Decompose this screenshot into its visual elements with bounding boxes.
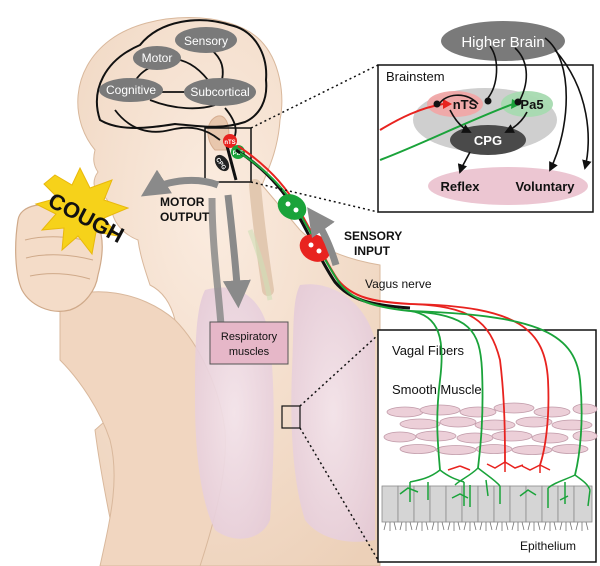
cognitive-node xyxy=(99,78,163,102)
sensory-input-label-2: INPUT xyxy=(354,244,391,258)
subcortical-node xyxy=(184,78,256,106)
subcortical-label: Subcortical xyxy=(190,85,249,99)
zoom-leader xyxy=(250,64,379,129)
cognitive-label: Cognitive xyxy=(106,83,156,97)
brainstem-panel: Higher Brain Brainstem nTS Pa5 CPG Refle… xyxy=(377,21,594,213)
respiratory-label-2: muscles xyxy=(229,346,270,358)
higher-brain-label: Higher Brain xyxy=(461,34,544,51)
motor-output-label-2: OUTPUT xyxy=(160,210,210,224)
respiratory-label-1: Respiratory xyxy=(221,331,278,343)
zoom-leader xyxy=(250,181,379,213)
nts-synapse xyxy=(433,100,441,108)
motor-label: Motor xyxy=(142,51,173,65)
output-region xyxy=(428,167,588,205)
green-afferent xyxy=(379,103,514,161)
higher-to-nts xyxy=(487,45,498,99)
brain-outline xyxy=(95,19,268,129)
brain: Sensory Motor Cognitive Subcortical xyxy=(95,19,268,141)
reflex-label: Reflex xyxy=(440,179,480,194)
red-terminals xyxy=(447,461,551,473)
circuit-line xyxy=(149,99,216,110)
small-nts-node xyxy=(223,134,237,148)
airway-panel: Vagal Fibers Smooth Muscle xyxy=(377,303,598,563)
smooth-muscle-cells xyxy=(383,402,598,455)
respiratory-muscles-box: Respiratory muscles xyxy=(209,321,289,365)
green-terminals xyxy=(399,467,591,508)
motor-output-label-1: MOTOR xyxy=(160,195,205,209)
sensory-input-label-1: SENSORY xyxy=(344,229,402,243)
circuit-line xyxy=(114,109,221,141)
nts-label: nTS xyxy=(453,97,478,112)
jugular-ganglion xyxy=(277,194,307,220)
smooth-muscle-label: Smooth Muscle xyxy=(392,382,482,397)
vagal-fibers-label: Vagal Fibers xyxy=(392,343,465,358)
higher-to-pa5 xyxy=(514,47,528,101)
panel-fibers xyxy=(409,303,583,476)
sensory-label: Sensory xyxy=(184,34,228,48)
sensory-node xyxy=(175,27,237,53)
higher-brain-node xyxy=(441,21,565,61)
cilia xyxy=(383,521,589,531)
lung-right xyxy=(291,284,375,542)
pa5-node xyxy=(501,91,553,117)
vagus-nerve-label: Vagus nerve xyxy=(365,277,432,291)
nodose-ganglion xyxy=(299,234,331,262)
lung-zoom-square xyxy=(281,405,301,429)
vagus-nerve-fibers xyxy=(235,145,411,312)
zoom-leader xyxy=(299,427,379,561)
voluntary-pathway xyxy=(544,37,567,172)
voluntary-label: Voluntary xyxy=(516,179,576,194)
pa5-label: Pa5 xyxy=(520,97,543,112)
esophagus xyxy=(247,229,273,301)
cpg-label: CPG xyxy=(474,133,502,148)
epithelium-label: Epithelium xyxy=(520,539,576,553)
cough-burst: COUGH xyxy=(34,166,130,256)
brainstem-title: Brainstem xyxy=(386,69,445,84)
small-nts-label: nTS xyxy=(224,140,235,146)
small-cpg-node xyxy=(214,154,230,172)
motor-node xyxy=(133,46,181,70)
small-pa5-label: Pa5 xyxy=(233,151,244,157)
epithelium-cells xyxy=(381,485,593,523)
